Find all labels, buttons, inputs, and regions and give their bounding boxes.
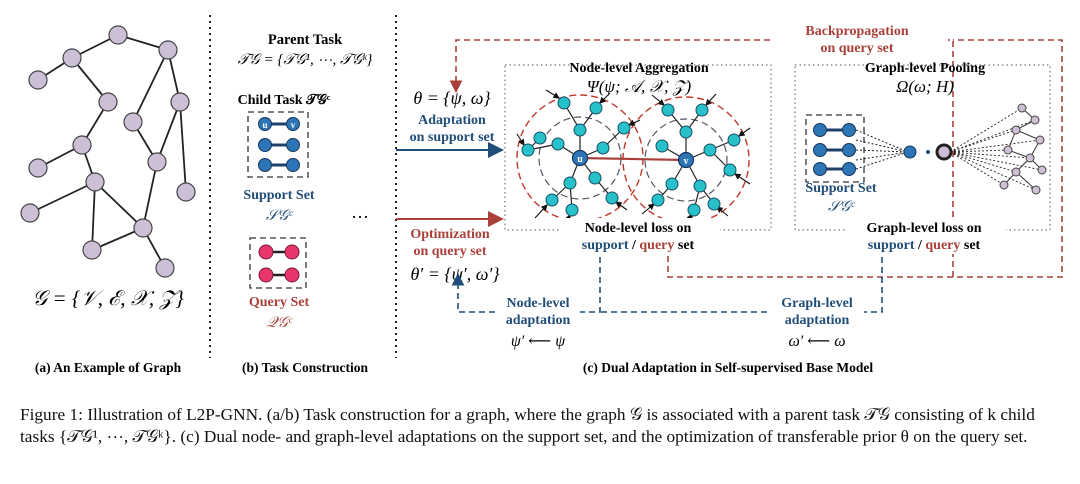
- support-label-v: v: [291, 120, 296, 130]
- backprop-label-2: on query set: [820, 41, 893, 56]
- uv-edge: [579, 156, 687, 162]
- graph-loss-set: set: [960, 238, 980, 253]
- graph-node: [108, 25, 128, 45]
- query-set-box: [249, 237, 307, 289]
- node-adapt-label-2: adaptation: [506, 313, 571, 328]
- node-loss-label-bg: [560, 218, 720, 254]
- center-node-v: [677, 151, 695, 169]
- figure-caption: Figure 1: Illustration of L2P-GNN. (a/b)…: [20, 405, 1035, 446]
- readout-lines: [949, 107, 1043, 191]
- graph-node: [72, 135, 92, 155]
- query-set-label: Query Set: [249, 295, 310, 310]
- node-loss-set: set: [674, 238, 694, 253]
- theta-prime-formula: θ′ = {ψ′, ω′}: [410, 264, 500, 284]
- backprop-label-1: Backpropagation: [805, 24, 908, 39]
- center-label-u: u: [577, 154, 583, 165]
- graph-summary-node: [935, 143, 953, 161]
- parent-task-formula: 𝒯𝒢 = {𝒯𝒢¹, ⋯, 𝒯𝒢ᵏ}: [238, 52, 373, 68]
- pool-support-box: [805, 114, 865, 183]
- pool-support-symbol: 𝒮𝒢ᶜ: [828, 199, 855, 215]
- node-adapt-label-bg: [496, 292, 580, 356]
- graph-node: [28, 70, 48, 90]
- node-agg-formula: Ψ(ψ; 𝒜, 𝒳, 𝒵): [587, 77, 692, 96]
- graph-node: [20, 203, 40, 223]
- pool-support-pairs: [813, 123, 856, 176]
- pool-support-label: Support Set: [805, 181, 877, 196]
- graph-node: [62, 48, 82, 68]
- graph-adapt-label-bg: [770, 292, 864, 356]
- diagram-canvas: 𝒢 = {𝒱, ℰ, 𝒳, 𝒵} (a) An Example of Graph…: [20, 15, 1063, 375]
- backprop-arrow: [449, 39, 954, 277]
- graph-loss-sep: /: [914, 238, 925, 253]
- support-label-u: u: [262, 120, 267, 130]
- support-node-u: [258, 117, 272, 131]
- pool-lines: [855, 129, 909, 170]
- node-loss-label-2: support / query set: [582, 238, 695, 253]
- adapt-support-label-1: Adaptation: [418, 113, 486, 128]
- query-pairs: [258, 244, 300, 283]
- node-loss-label-1: Node-level loss on: [585, 221, 692, 236]
- graph-node: [176, 182, 196, 202]
- backprop-label-bg: [770, 17, 948, 57]
- graph-node: [155, 258, 175, 278]
- opt-query-label-1: Optimization: [410, 227, 490, 242]
- center-node-u: [571, 149, 589, 167]
- graph-node: [123, 112, 143, 132]
- pooled-embedding-node: [903, 145, 917, 159]
- node-adapt-formula: ψ′ ⟵ ψ: [511, 333, 566, 350]
- graph-node: [98, 92, 118, 112]
- graph-adapt-formula: ω′ ⟵ ω: [788, 333, 845, 350]
- graph-loss-label-bg: [846, 218, 1006, 254]
- query-set-symbol: 𝒬𝒢ᶜ: [266, 315, 292, 331]
- center-label-v: v: [684, 156, 689, 167]
- graph-adapt-label-1: Graph-level: [781, 296, 853, 311]
- graph-node: [170, 92, 190, 112]
- node-agg-title: Node-level Aggregation: [569, 61, 709, 76]
- panel-b-label: (b) Task Construction: [242, 360, 369, 375]
- child-task-title: Child Task 𝒯𝒢ᶜ: [238, 92, 331, 108]
- graph-node: [28, 158, 48, 178]
- graph-node: [147, 152, 167, 172]
- panel-a-label: (a) An Example of Graph: [35, 360, 182, 375]
- graph-formula: 𝒢 = {𝒱, ℰ, 𝒳, 𝒵}: [32, 286, 184, 310]
- support-pairs: [258, 117, 300, 172]
- graph-pooling-box: [794, 64, 1051, 231]
- node-loss-support: support: [582, 238, 629, 253]
- theta-formula: θ = {ψ, ω}: [413, 88, 491, 108]
- graph-pool-formula: Ω(ω; H): [896, 77, 954, 96]
- message-arrows: [516, 89, 751, 227]
- node-adapt-label-1: Node-level: [507, 296, 570, 311]
- graph-node: [158, 40, 178, 60]
- opt-query-label-2: on query set: [413, 244, 486, 259]
- backprop-loop: [667, 39, 1063, 278]
- parent-task-title: Parent Task: [268, 32, 343, 48]
- support-set-symbol: 𝒮𝒢ᶜ: [266, 208, 293, 224]
- ellipsis: …: [351, 202, 369, 222]
- pool-dot: [926, 150, 930, 154]
- node-loss-query: query: [639, 238, 674, 253]
- neighbor-nodes: [521, 96, 741, 217]
- graph-adapt-path: [600, 257, 883, 313]
- node-loss-sep: /: [628, 238, 639, 253]
- graph-node: [133, 218, 153, 238]
- support-set-label: Support Set: [243, 188, 315, 203]
- graph-loss-support: support: [868, 238, 915, 253]
- graph-loss-label-1: Graph-level loss on: [866, 221, 981, 236]
- panel-c-label: (c) Dual Adaptation in Self-supervised B…: [583, 360, 874, 375]
- graph-node: [85, 172, 105, 192]
- support-node-v: [286, 117, 300, 131]
- graph-adapt-label-2: adaptation: [785, 313, 850, 328]
- graph-loss-label-2: support / query set: [868, 238, 981, 253]
- graph-pool-title: Graph-level Pooling: [865, 61, 985, 76]
- mini-graph: [999, 103, 1047, 195]
- graph-node: [82, 240, 102, 260]
- adapt-support-label-2: on support set: [410, 130, 495, 145]
- example-graph: [20, 25, 196, 278]
- graph-loss-query: query: [925, 238, 960, 253]
- support-set-box: [247, 111, 309, 178]
